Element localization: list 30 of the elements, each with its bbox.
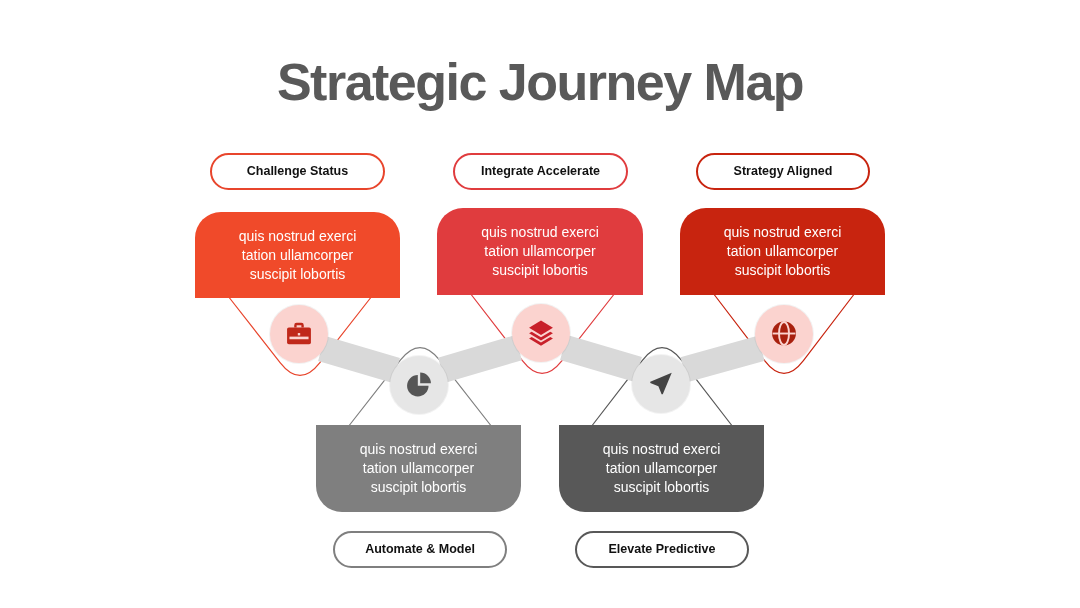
text-card [437,208,643,295]
icon-circle [755,305,813,363]
stage-title: Strategy Aligned [733,164,833,179]
title: Strategic Journey Map [276,52,804,112]
text-card [559,425,764,512]
card-description: quis nostrud exerci tation ullamcorper suscipit lobortis [601,440,722,497]
stage-pill [696,153,870,190]
card-description: quis nostrud exerci tation ullamcorper suscipit lobortis [480,223,600,280]
stage-pill [210,153,385,190]
connector-band [318,336,400,383]
stage-title: Elevate Predictive [608,542,716,557]
text-card [680,208,885,295]
stage-pill [575,531,749,568]
icon-circle [390,356,448,414]
text-card [195,212,400,298]
card-description: quis nostrud exerci tation ullamcorper suscipit lobortis [237,226,358,284]
stage-pill [453,153,628,190]
card-description: quis nostrud exerci tation ullamcorper suscipit lobortis [358,440,479,497]
icon-circle [632,355,690,413]
connector-band [560,335,642,382]
icon-circle [512,304,570,362]
icon-circle [270,305,328,363]
stage-title: Challenge Status [246,164,349,179]
stage-title: Automate & Model [365,542,475,557]
connector-band [438,335,522,383]
connector-band [680,335,765,383]
text-card [316,425,521,512]
stage-pill [333,531,507,568]
card-description: quis nostrud exerci tation ullamcorper suscipit lobortis [722,223,843,280]
stage-title: Integrate Accelerate [480,164,600,179]
